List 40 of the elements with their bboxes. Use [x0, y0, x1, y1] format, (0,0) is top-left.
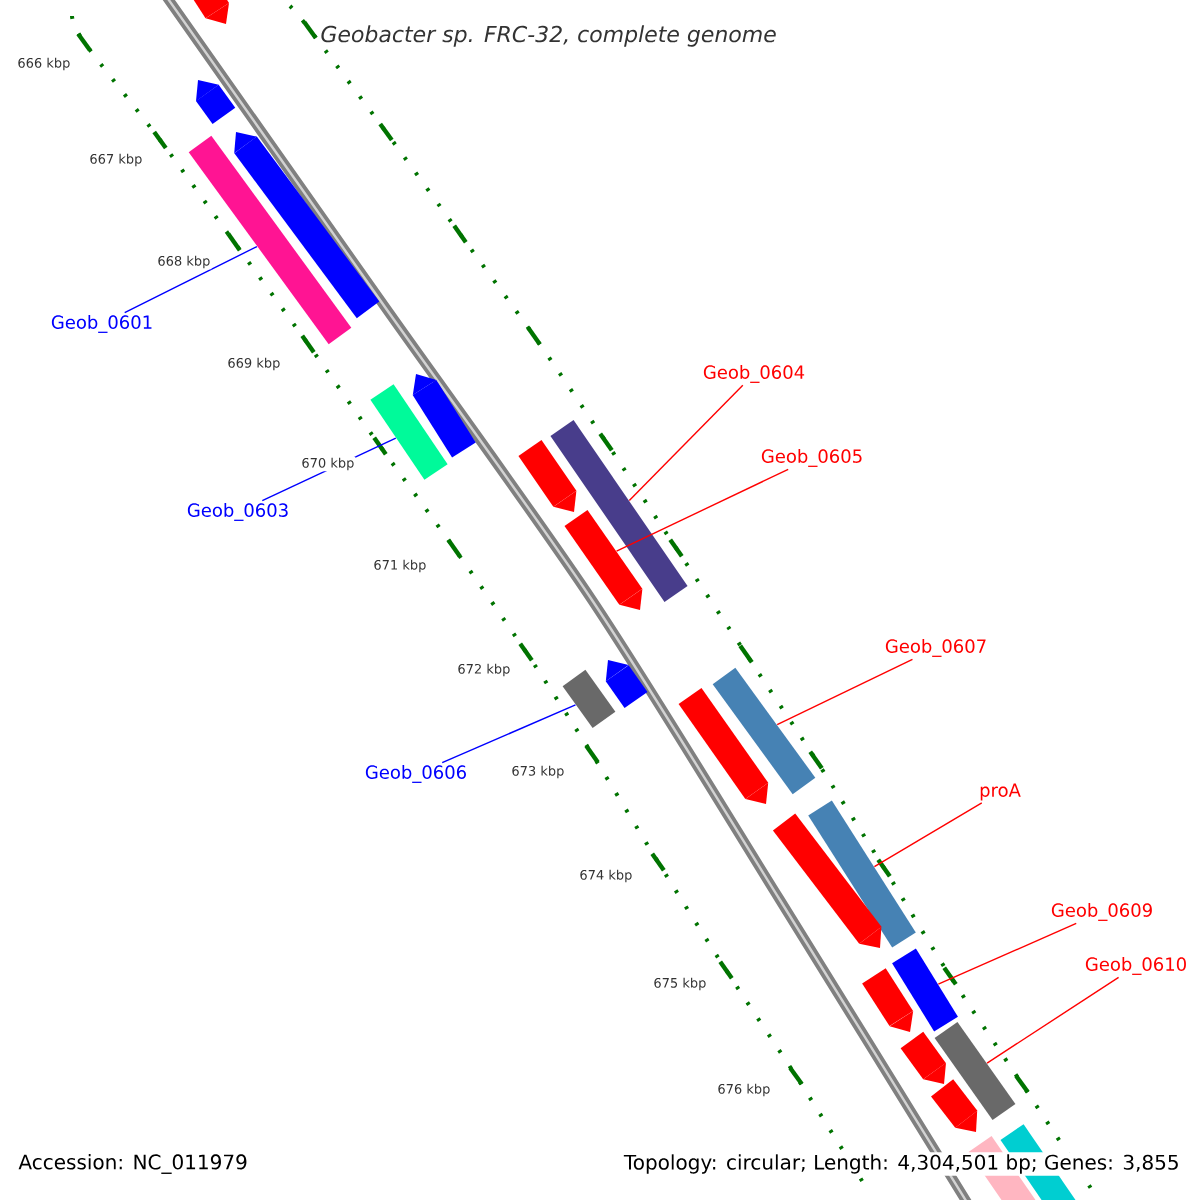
leader-line	[441, 704, 577, 764]
leader-line	[937, 922, 1077, 985]
leader-line	[628, 384, 744, 502]
gene-bar	[550, 420, 688, 602]
gene-label: proA	[980, 783, 1021, 801]
gene-label: Geob_0601	[51, 315, 152, 333]
gene-feature	[234, 132, 380, 319]
leader-line	[615, 468, 789, 552]
gene-label: Geob_0605	[761, 449, 862, 467]
gene-label: Geob_0607	[885, 639, 986, 657]
gene-feature	[564, 510, 643, 610]
leader-line	[873, 802, 983, 868]
gene-feature	[862, 968, 914, 1032]
gene-bar	[892, 948, 958, 1032]
gene-feature	[605, 660, 648, 709]
gene-label: Geob_0606	[365, 765, 466, 783]
gene-label: Geob_0610	[1085, 957, 1186, 975]
leader-line	[986, 976, 1120, 1064]
gene-feature	[195, 80, 236, 125]
gene-bar	[562, 669, 616, 729]
leader-line	[776, 658, 914, 726]
gene-feature	[931, 1079, 978, 1132]
gene-bar	[934, 1021, 1016, 1121]
gene-feature	[678, 687, 769, 804]
leader-line	[124, 245, 258, 314]
gene-bar	[808, 800, 916, 948]
gene-feature	[188, 0, 229, 24]
gene-bar	[188, 135, 352, 345]
gene-feature	[772, 813, 882, 948]
genome-summary-text: Topology: circular; Length: 4,304,501 bp; Genes: 3,855	[621, 1152, 1182, 1176]
gene-label: Geob_0609	[1051, 903, 1152, 921]
gene-bar	[712, 667, 816, 795]
title: Geobacter sp. FRC-32, complete genome	[321, 25, 776, 47]
gene-feature	[412, 374, 476, 458]
accession-text: Accession: NC_011979	[18, 1154, 247, 1174]
gene-feature	[900, 1031, 946, 1084]
gene-label: Geob_0604	[703, 365, 805, 383]
gene-bar	[370, 384, 448, 480]
gene-feature	[518, 440, 577, 512]
gene-label: Geob_0603	[187, 503, 288, 521]
